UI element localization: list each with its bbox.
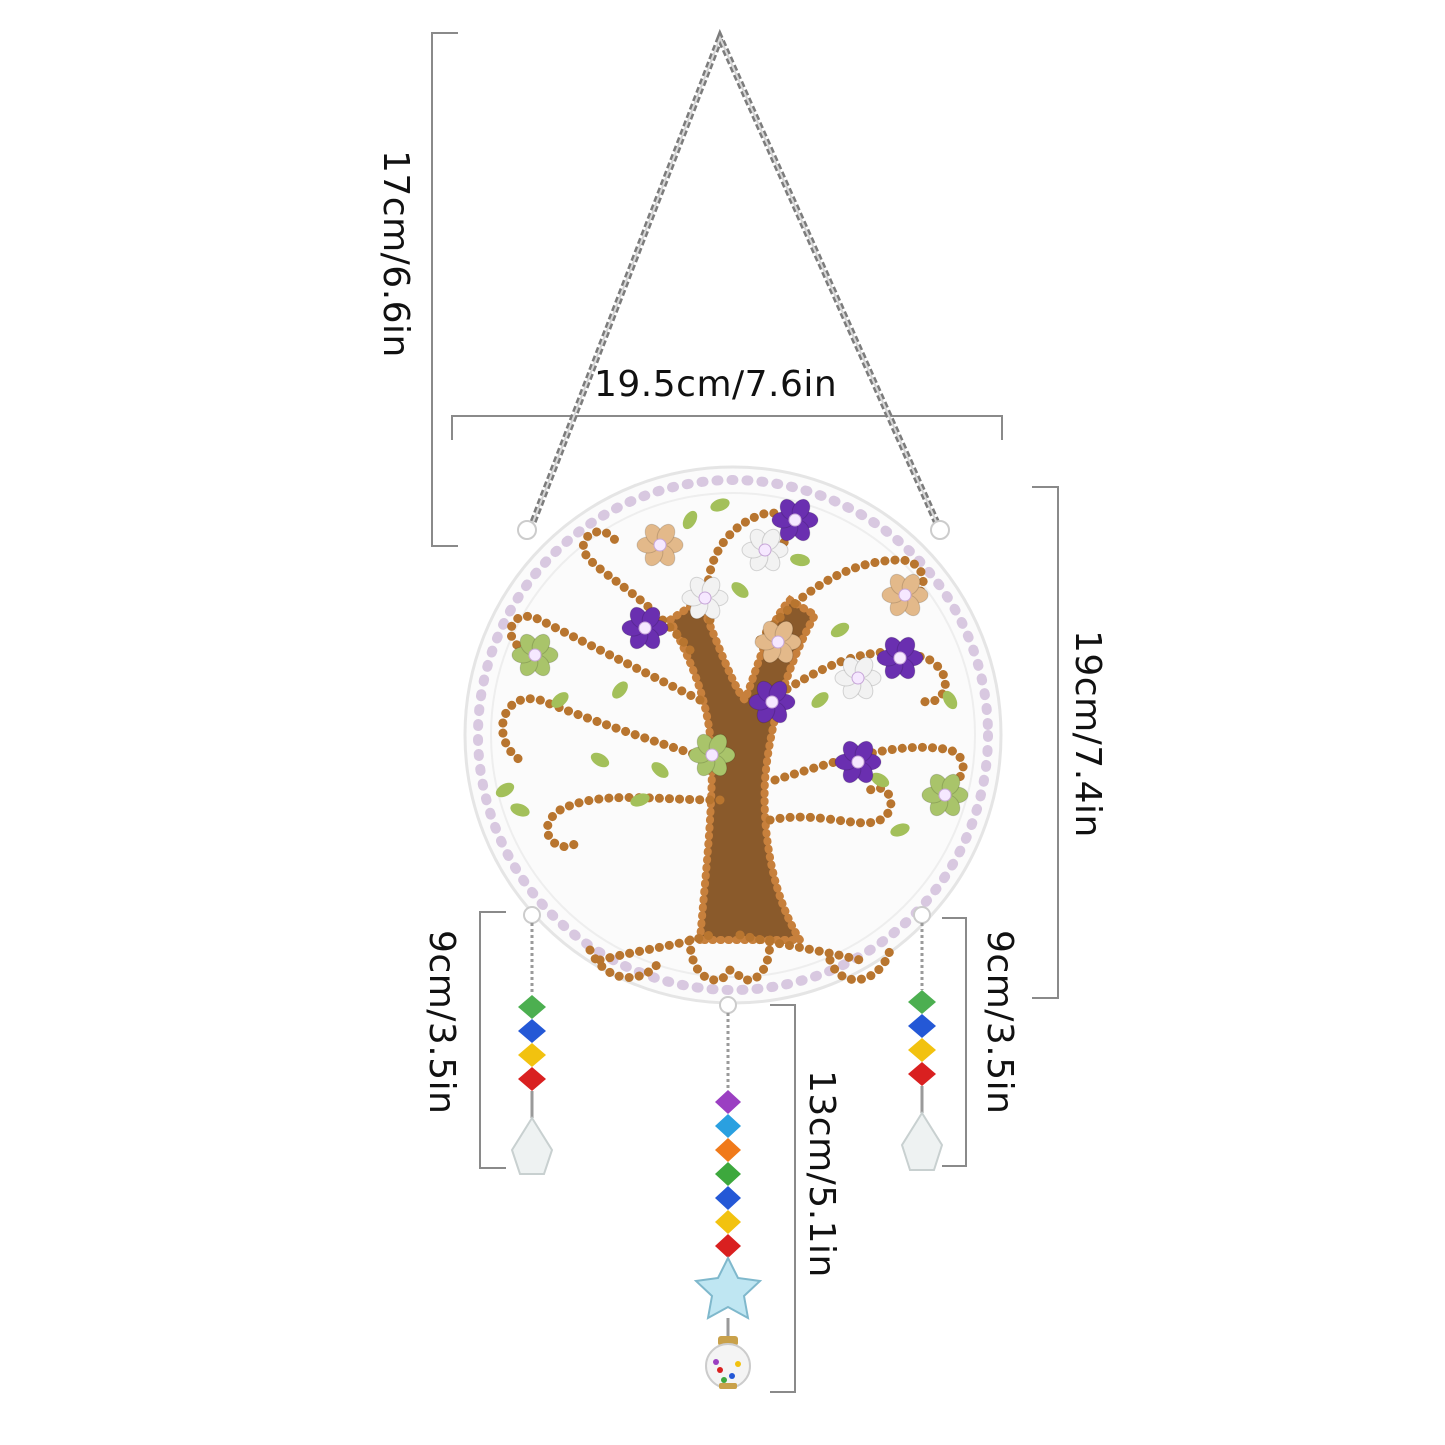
panel-width-bracket	[451, 415, 1003, 440]
flower-icon	[688, 733, 736, 777]
right-pendant	[900, 923, 944, 1171]
panel-width-label: 19.5cm/7.6in	[594, 364, 838, 405]
flower-icon	[636, 523, 684, 567]
flower-icon	[881, 573, 929, 617]
center-pendant	[693, 1013, 763, 1389]
flower-icon	[921, 773, 969, 817]
center-pendant-bracket	[770, 1004, 796, 1393]
chain-height-bracket	[431, 32, 458, 547]
flower-icon	[511, 633, 559, 677]
crystal-pendant-icon	[510, 1116, 554, 1175]
flower-icon	[876, 636, 924, 680]
panel-height-bracket	[1032, 486, 1059, 999]
chain-icon	[526, 28, 944, 532]
tree-of-life-panel	[463, 465, 1003, 1014]
flower-icon	[748, 680, 796, 724]
flower-icon	[621, 606, 669, 650]
flowers	[511, 498, 969, 817]
flower-icon	[771, 498, 819, 542]
flower-icon	[834, 740, 882, 784]
right-pendant-label: 9cm/3.5in	[979, 930, 1020, 1115]
flower-icon	[681, 576, 729, 620]
left-pendant	[510, 923, 554, 1175]
left-pendant-label: 9cm/3.5in	[421, 930, 462, 1115]
crystal-pendant-icon	[900, 1111, 944, 1171]
flower-icon	[754, 620, 802, 664]
left-pendant-bracket	[479, 911, 506, 1169]
right-pendant-bracket	[942, 917, 967, 1167]
center-pendant-label: 13cm/5.1in	[801, 1070, 842, 1278]
star-charm-icon	[693, 1255, 763, 1320]
chain-height-label: 17cm/6.6in	[375, 150, 416, 358]
leaves	[495, 498, 958, 837]
flower-icon	[741, 528, 789, 572]
glass-bead-charm-icon	[705, 1336, 751, 1389]
dimension-lines	[431, 32, 1059, 1393]
flower-icon	[834, 656, 882, 700]
panel-height-label: 19cm/7.4in	[1067, 630, 1108, 838]
